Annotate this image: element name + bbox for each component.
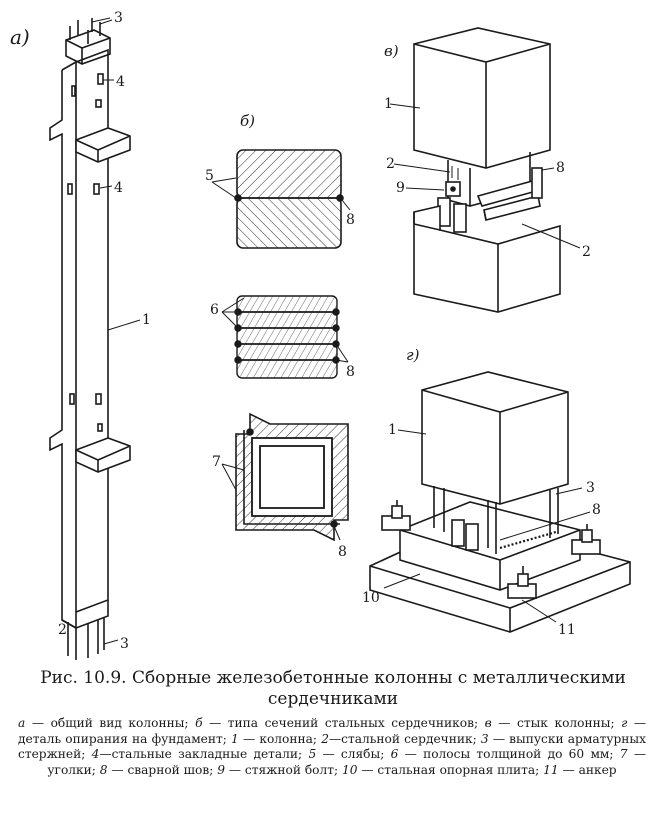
callout-8-angles: 8 xyxy=(338,544,347,560)
callout-8-strips: 8 xyxy=(346,364,355,380)
callout-4-top: 4 xyxy=(116,74,125,90)
legend-item: 2—стальной сердечник; xyxy=(321,731,481,746)
callout-v-9: 9 xyxy=(396,180,405,196)
callout-4-mid: 4 xyxy=(114,180,123,196)
legend-item: в — стык колонны; xyxy=(484,716,622,730)
callout-v-8: 8 xyxy=(556,160,565,176)
callout-7: 7 xyxy=(212,454,221,470)
panel-b-label: б) xyxy=(240,112,255,130)
legend-item: 7 — уголки; xyxy=(47,747,647,777)
legend-item: 1 — колонна; xyxy=(231,731,322,746)
callout-3-bottom: 3 xyxy=(120,636,129,652)
callout-6: 6 xyxy=(210,302,219,318)
callout-g-11: 11 xyxy=(558,622,576,638)
callout-v-2: 2 xyxy=(386,156,395,172)
column-overview xyxy=(49,17,141,660)
callout-g-10: 10 xyxy=(362,590,380,606)
callout-g-8: 8 xyxy=(592,502,601,518)
legend-item: 6 — полосы толщиной до 60 мм; xyxy=(390,747,620,761)
callout-v-1: 1 xyxy=(384,96,393,112)
figure-caption: Рис. 10.9. Сборные железобетонные колонн… xyxy=(18,668,648,710)
legend-item: 5 — слябы; xyxy=(308,747,391,761)
callout-2-bottom: 2 xyxy=(58,622,67,638)
column-joint xyxy=(389,27,581,313)
callout-1-column: 1 xyxy=(142,312,151,328)
column-base xyxy=(369,371,631,633)
caption-line-2: сердечниками xyxy=(267,689,399,709)
legend-item: 11 — анкер xyxy=(543,762,617,777)
section-angles xyxy=(221,412,349,542)
legend-item: 9 — стяжной болт; xyxy=(217,762,342,777)
legend-item: а — общий вид колонны; xyxy=(18,716,196,730)
panel-v-label: в) xyxy=(384,42,399,60)
legend-item: 4—стальные закладные детали; xyxy=(91,747,309,761)
section-slabs xyxy=(211,149,351,249)
callout-v-2-lower: 2 xyxy=(582,244,591,260)
callout-8-slabs: 8 xyxy=(346,212,355,228)
legend-item: 3 — выпуски арматурных стержней; xyxy=(18,731,646,762)
legend-item: б — типа сечений стальных сердечников; xyxy=(195,716,485,730)
callout-g-1: 1 xyxy=(388,422,397,438)
section-strips xyxy=(221,295,349,379)
figure-drawing: а) 3 4 4 1 2 3 б) 5 8 6 8 xyxy=(10,10,631,660)
panel-a-label: а) xyxy=(10,25,30,49)
legend-item: 8 — сварной шов; xyxy=(99,762,218,777)
callout-5: 5 xyxy=(205,168,214,184)
panel-g-label: г) xyxy=(406,346,420,364)
caption-line-1: Рис. 10.9. Сборные железобетонные колонн… xyxy=(40,668,626,688)
figure-legend: а — общий вид колонны; б — типа сечений … xyxy=(18,716,646,778)
callout-3-top: 3 xyxy=(114,10,123,26)
legend-item: г — деталь опирания на фундамент; xyxy=(18,716,647,746)
legend-item: 10 — стальная опорная плита; xyxy=(341,762,544,777)
callout-g-3: 3 xyxy=(586,480,595,496)
